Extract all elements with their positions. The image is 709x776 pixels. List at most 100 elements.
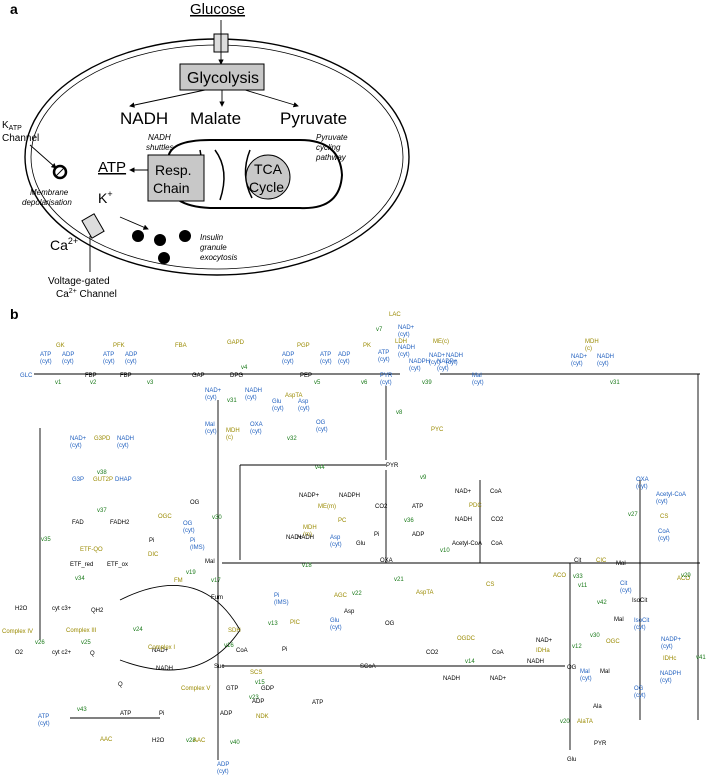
pathway-label: OXA(cyt)	[636, 477, 649, 490]
pathway-label: v28	[186, 738, 196, 744]
pathway-label: NAD+	[455, 489, 472, 495]
pathway-label: FADH2	[110, 520, 130, 526]
pathway-label: NADP+(cyt)	[437, 359, 458, 372]
pathway-label: NAD+	[286, 535, 303, 541]
pathway-label: OG	[385, 621, 395, 627]
pathway-label: v34	[75, 576, 85, 582]
pathway-label: CO2	[426, 650, 439, 656]
pathway-label: NAD+(cyt)	[429, 353, 446, 366]
pathway-label: v22	[352, 591, 362, 597]
pathway-label: v8	[396, 410, 403, 416]
pathway-label: v30	[590, 633, 600, 639]
pathway-label: SCoA	[360, 664, 376, 670]
pathway-label: AAC	[193, 738, 206, 744]
insulin-granule	[158, 252, 170, 264]
pathway-label: v24	[133, 627, 143, 633]
pathway-label: Mal(cyt)	[580, 669, 592, 682]
pathway-label: v17	[211, 578, 221, 584]
pathway-label: NAD+	[152, 648, 169, 654]
pathway-label: Asp(cyt)	[330, 535, 342, 548]
pathway-label: FAD	[72, 520, 84, 526]
pathway-label: v15	[255, 680, 265, 686]
pathway-label: H2O	[15, 606, 28, 612]
pathway-label: GDP	[261, 686, 274, 692]
pathway-label: v12	[572, 644, 582, 650]
pathway-label: v10	[440, 548, 450, 554]
pathway-label: GLC	[20, 373, 33, 379]
glycolysis-label: Glycolysis	[187, 70, 259, 87]
pathway-label: AspTA	[285, 393, 303, 399]
pathway-label: PDC	[469, 503, 482, 509]
pathway-label: CoA(cyt)	[658, 529, 670, 542]
insulin-granule	[179, 230, 191, 242]
pathway-label: PEP	[300, 373, 312, 379]
pathway-label: NAD+(cyt)	[571, 354, 588, 367]
nadh-label: NADH	[120, 109, 168, 128]
pathway-label: NADH(cyt)	[245, 388, 262, 401]
pathway-label: NAD+	[490, 676, 507, 682]
pathway-label: v19	[186, 570, 196, 576]
resp-chain-box	[147, 154, 205, 202]
pathway-label: Mal(cyt)	[472, 373, 484, 386]
pathway-label: v2	[90, 380, 97, 386]
pathway-label: G3P	[72, 477, 84, 483]
pathway-label: cyt c3+	[52, 606, 72, 612]
pathway-label: ETF_red	[70, 562, 93, 568]
pathway-label: Glu	[567, 757, 576, 763]
pathway-label: v6	[361, 380, 368, 386]
pathway-label: GTP	[226, 686, 238, 692]
glucose-label: Glucose	[190, 1, 245, 18]
pathway-label: Asp	[344, 609, 355, 615]
pathway-label: CS	[660, 514, 668, 520]
pathway-label: IDHa	[536, 648, 550, 654]
pathway-label: ETF-QO	[80, 547, 103, 553]
pathway-label: Mal	[616, 561, 626, 567]
pathway-label: ADP(cyt)	[125, 352, 137, 365]
pathway-label: v11	[578, 583, 588, 589]
pathway-label: v39	[422, 380, 432, 386]
pathway-label: ME(c)	[433, 339, 449, 345]
mitochondrion	[167, 139, 344, 210]
pathway-label: NADP+	[299, 493, 320, 499]
pathway-label: PYR	[594, 741, 607, 747]
pathway-label: NADH	[455, 517, 472, 523]
pathway-label: Mal	[205, 559, 215, 565]
pathway-label: Suc	[214, 664, 224, 670]
pathway-label: FBP	[85, 373, 97, 379]
pathway-label: ATP(cyt)	[40, 352, 52, 365]
pathway-label: ACO	[677, 576, 690, 582]
panel-b-label: b	[10, 306, 19, 322]
pathway-label: SDH	[228, 628, 241, 634]
panel-a-label: a	[10, 1, 18, 17]
pathway-label: v31	[610, 380, 620, 386]
pathway-label: PFK	[113, 343, 125, 349]
pathway-label: AlaTA	[577, 719, 593, 725]
pathway-label: MDH(c)	[585, 339, 599, 352]
pathway-label: PYR	[386, 463, 399, 469]
pathway-label: Acetyl-CoA	[452, 541, 482, 547]
pathway-label: Q	[118, 682, 123, 688]
pathway-label: CS	[486, 582, 494, 588]
pathway-label: OGC	[606, 639, 620, 645]
pathway-label: ME(m)	[318, 504, 336, 510]
pathway-label: v41	[696, 655, 706, 661]
pathway-label: v25	[81, 640, 91, 646]
pathway-label: ADP(cyt)	[217, 762, 229, 775]
pathway-label: NADP+(cyt)	[661, 637, 682, 650]
pathway-label: NADH	[443, 676, 460, 682]
pathway-label: NAD+(cyt)	[70, 436, 87, 449]
pathway-label: MDH(c)	[226, 428, 240, 441]
pathway-label: AAC	[100, 737, 113, 743]
pathway-label: Pi	[159, 711, 164, 717]
pathway-label: CO2	[491, 517, 504, 523]
pathway-label: ATP	[412, 504, 423, 510]
pathway-label: Pi(IMS)	[190, 538, 205, 551]
pathway-label: v9	[420, 475, 427, 481]
pathway-label: v7	[376, 327, 383, 333]
pathway-label: NADPH	[339, 493, 360, 499]
pathway-label: OG	[567, 665, 577, 671]
pathway-label: ATP	[312, 700, 323, 706]
